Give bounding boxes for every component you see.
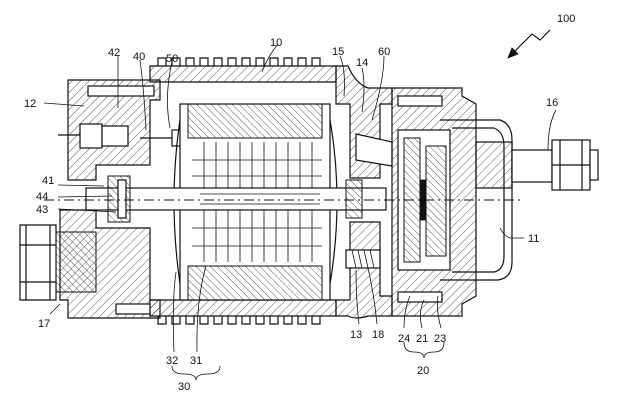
motor-shaft — [85, 175, 387, 223]
top-cooling-fins — [157, 57, 321, 66]
label-23: 23 — [434, 333, 446, 345]
label-31: 31 — [190, 355, 202, 367]
rear-cover — [440, 119, 599, 281]
label-60: 60 — [378, 46, 390, 58]
bottom-cooling-fins — [157, 316, 321, 325]
label-43: 43 — [36, 204, 48, 216]
label-13: 13 — [350, 329, 362, 341]
label-12: 12 — [24, 98, 36, 110]
label-24: 24 — [398, 333, 410, 345]
label-41: 41 — [42, 175, 54, 187]
label-100: 100 — [557, 13, 575, 25]
label-20: 20 — [417, 365, 429, 377]
label-44: 44 — [36, 191, 48, 203]
label-17: 17 — [38, 318, 50, 330]
label-11: 11 — [528, 233, 539, 245]
label-16: 16 — [546, 97, 558, 109]
intermediate-housing — [335, 65, 393, 319]
label-21: 21 — [416, 333, 428, 345]
label-50: 50 — [166, 53, 178, 65]
label-18: 18 — [372, 329, 384, 341]
label-14: 14 — [356, 57, 368, 69]
reference-numerals: 100 10 42 40 50 15 14 60 16 12 41 44 43 … — [24, 13, 575, 393]
label-42: 42 — [108, 47, 120, 59]
leader-lines — [43, 43, 557, 381]
label-10: 10 — [270, 37, 282, 49]
label-40: 40 — [133, 51, 145, 63]
motor-housing — [149, 57, 337, 325]
reference-arrow-100 — [507, 29, 551, 59]
front-cover — [19, 79, 191, 319]
label-15: 15 — [332, 46, 344, 58]
label-32: 32 — [166, 355, 178, 367]
label-30: 30 — [178, 381, 190, 393]
